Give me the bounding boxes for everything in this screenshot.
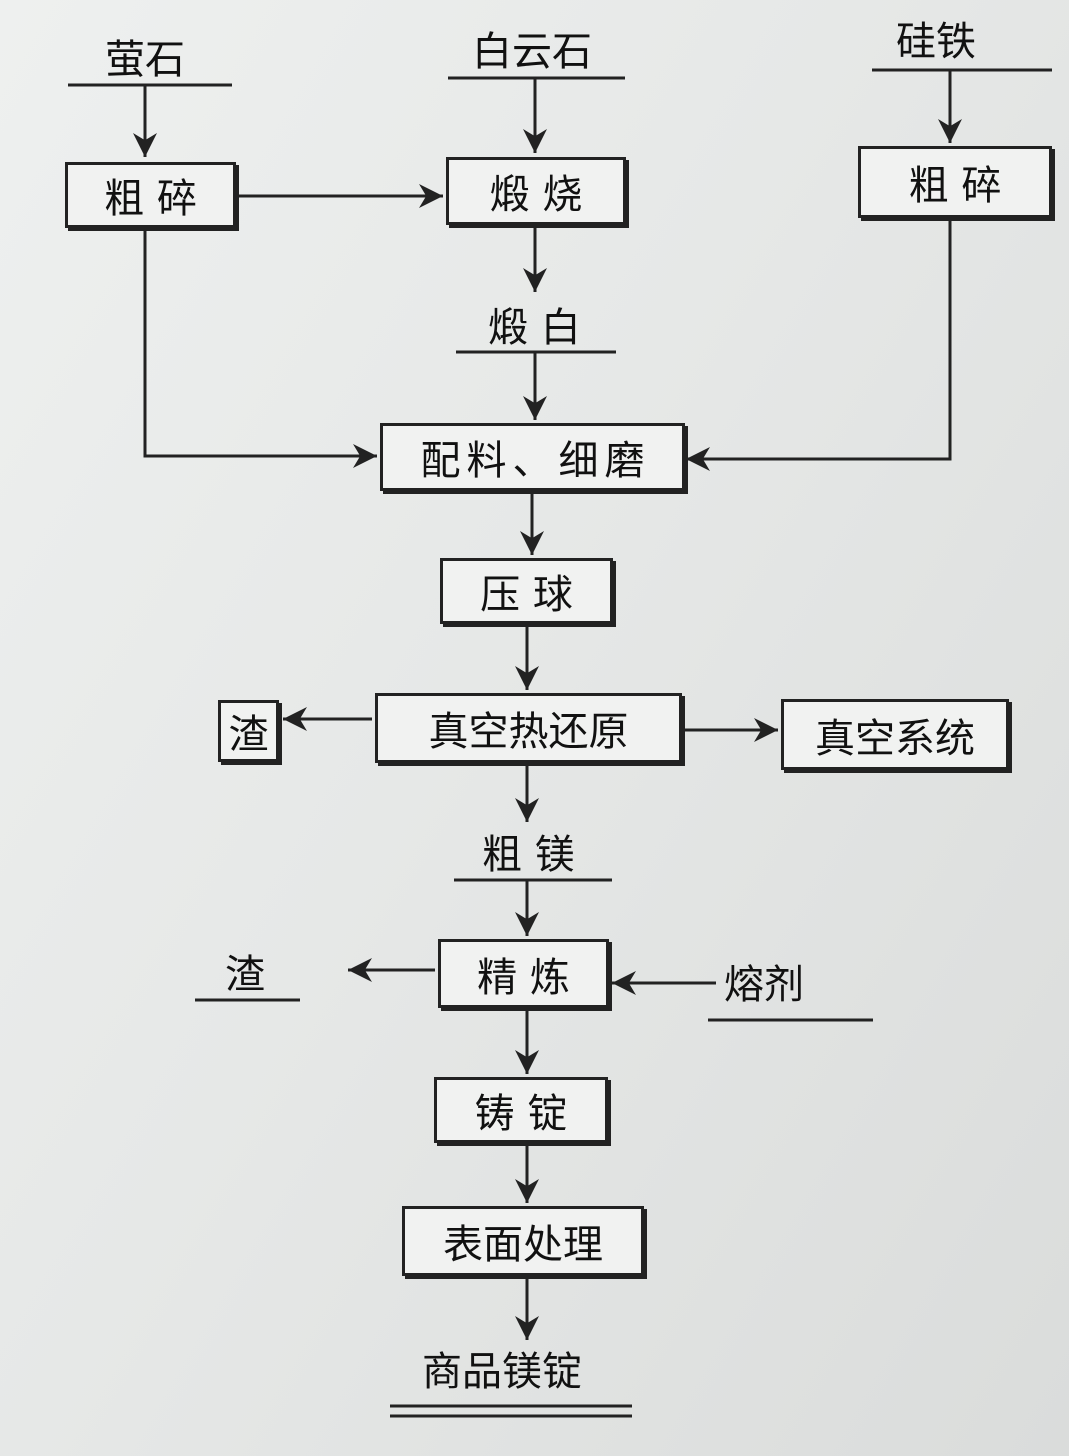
crude-magnesium-label: 粗 镁	[482, 832, 575, 878]
briquette-box: 压 球	[440, 558, 613, 624]
surface-treatment-box: 表面处理	[402, 1206, 644, 1276]
vacuum-system-box: 真空系统	[781, 699, 1009, 770]
calcine-box: 煅 烧	[446, 157, 626, 225]
slag-box: 渣	[218, 700, 279, 762]
crush-right-box: 粗 碎	[858, 146, 1052, 218]
casting-box: 铸 锭	[434, 1077, 608, 1143]
flux-label: 熔剂	[724, 962, 804, 1008]
arrow-crush-right-to-grind	[686, 218, 952, 471]
batch-grind-box: 配料、细磨	[380, 423, 685, 491]
calcined-dolomite-label: 煅 白	[488, 305, 581, 351]
arrow-crush-left-to-grind	[143, 228, 377, 468]
fluorite-label: 萤石	[105, 37, 185, 83]
product-label: 商品镁锭	[422, 1349, 582, 1395]
refining-box: 精 炼	[438, 939, 609, 1008]
crush-left-box: 粗 碎	[65, 162, 236, 228]
dolomite-label: 白云石	[472, 29, 592, 75]
vacuum-reduction-box: 真空热还原	[375, 693, 682, 763]
ferrosilicon-label: 硅铁	[896, 19, 976, 65]
refining-slag-label: 渣	[225, 952, 265, 998]
